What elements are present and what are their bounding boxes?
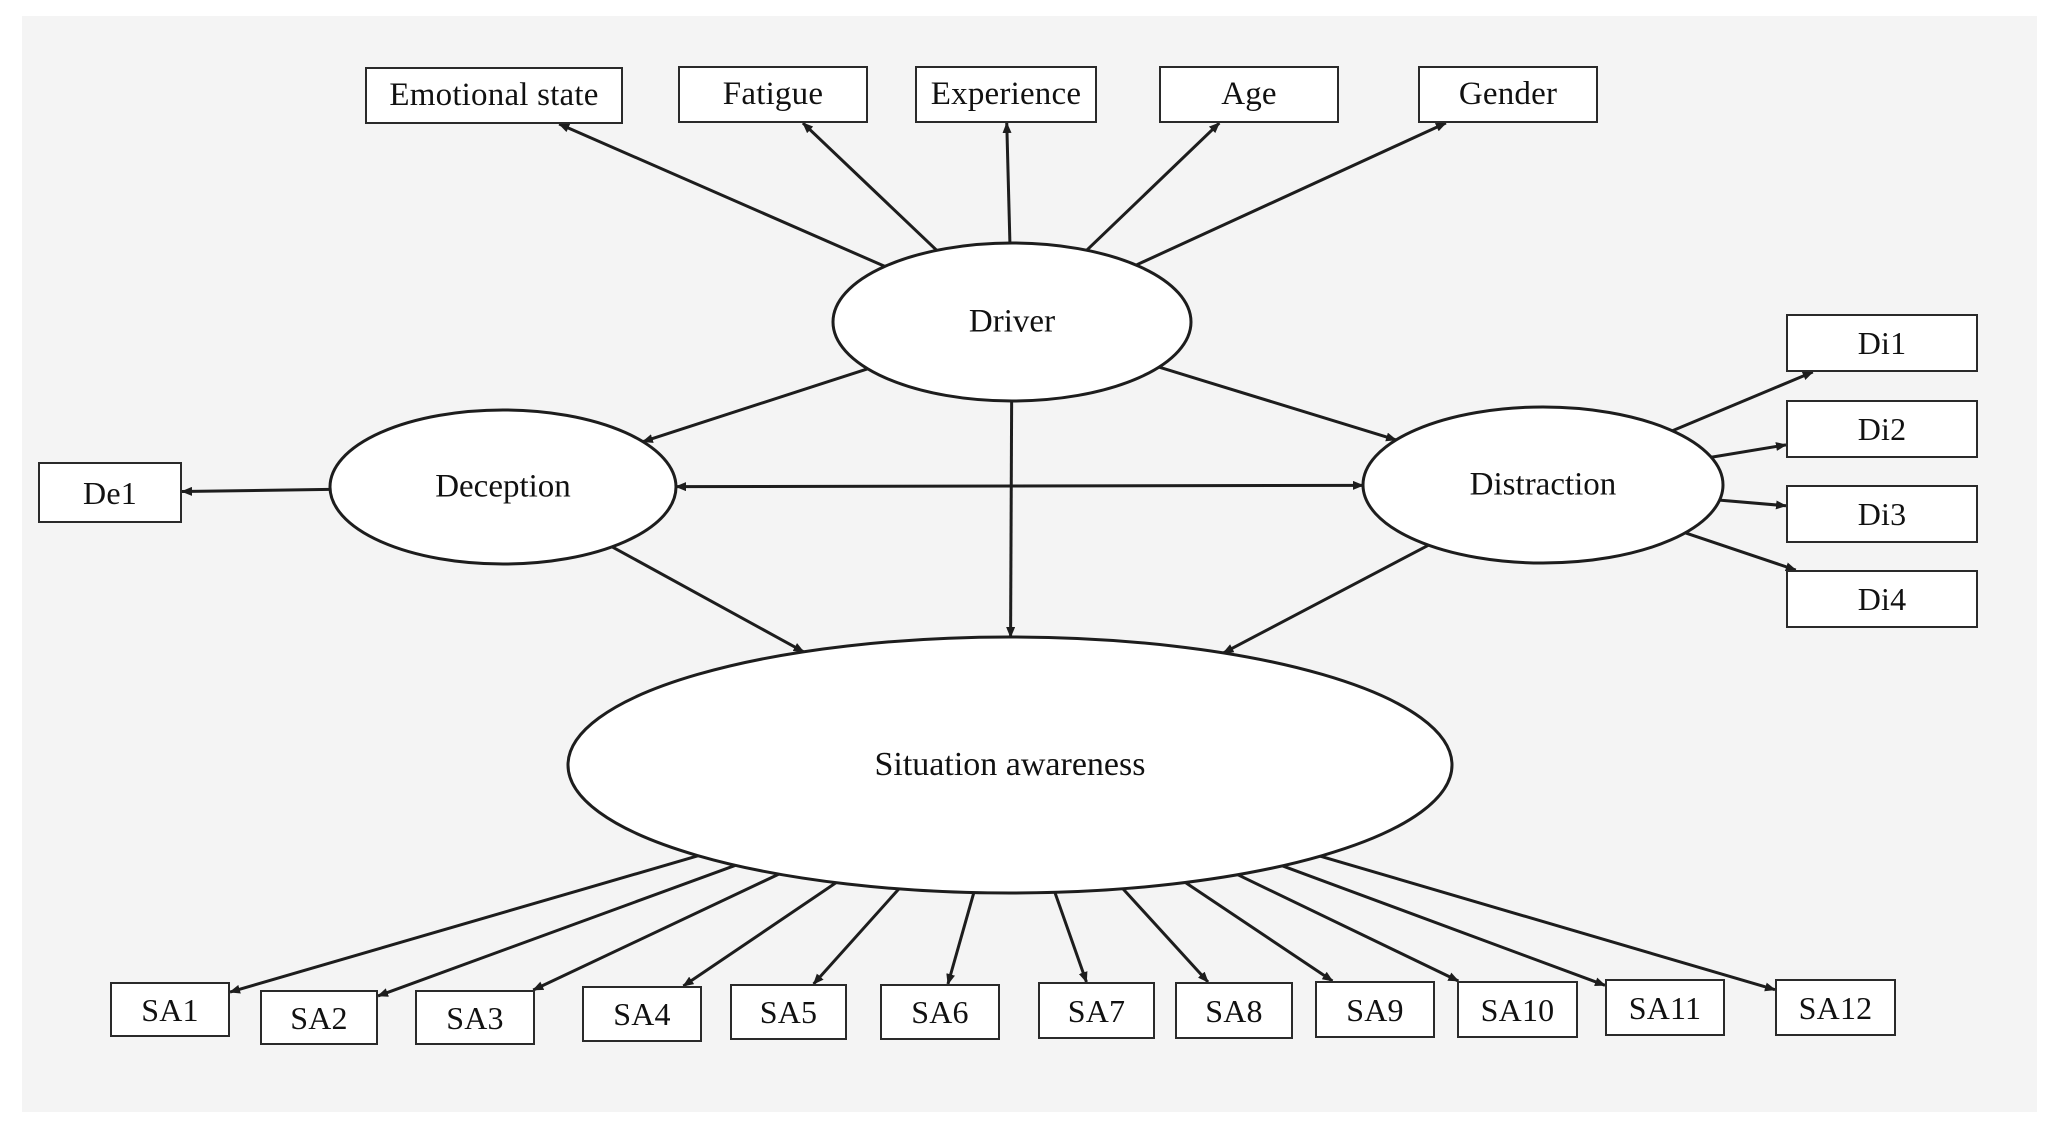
edge-distraction-to-di2	[1710, 442, 1787, 459]
edge-situation-awareness-to-sa1	[229, 854, 699, 994]
observed-node-di3[interactable]: Di3	[1786, 485, 1978, 543]
observed-node-label-sa10: SA10	[1480, 991, 1555, 1028]
observed-node-label-sa12: SA12	[1798, 989, 1873, 1026]
edge-situation-awareness-to-sa11	[1281, 864, 1606, 987]
observed-node-emotional-state[interactable]: Emotional state	[365, 67, 623, 124]
edges-layer	[181, 121, 1814, 998]
figure-panel	[22, 16, 2037, 1112]
observed-node-di2[interactable]: Di2	[1786, 400, 1978, 458]
observed-node-label-sa1: SA1	[141, 991, 199, 1028]
observed-node-label-experience: Experience	[930, 76, 1082, 112]
edge-driver-to-deception	[641, 367, 869, 444]
observed-node-label-emotional-state: Emotional state	[389, 77, 599, 113]
edge-distraction-to-situation-awareness	[1222, 543, 1430, 655]
latent-node-situation-awareness[interactable]	[566, 635, 1454, 895]
observed-node-sa1[interactable]: SA1	[110, 982, 230, 1037]
observed-node-sa9[interactable]: SA9	[1315, 981, 1435, 1038]
edge-deception-to-distraction	[674, 480, 1365, 492]
edge-distraction-to-di1	[1671, 370, 1814, 433]
latent-nodes-layer	[328, 241, 1725, 895]
observed-node-label-di2: Di2	[1857, 411, 1907, 447]
edge-situation-awareness-to-sa10	[1237, 873, 1460, 983]
observed-node-gender[interactable]: Gender	[1418, 66, 1598, 123]
observed-node-experience[interactable]: Experience	[915, 66, 1097, 123]
edge-situation-awareness-to-sa9	[1184, 881, 1334, 983]
observed-node-label-sa6: SA6	[911, 994, 969, 1030]
observed-node-sa2[interactable]: SA2	[260, 990, 378, 1045]
observed-node-label-gender: Gender	[1458, 76, 1558, 112]
observed-node-fatigue[interactable]: Fatigue	[678, 66, 868, 123]
observed-node-label-sa5: SA5	[759, 994, 818, 1030]
observed-node-label-sa9: SA9	[1346, 991, 1404, 1028]
observed-node-label-sa4: SA4	[613, 996, 671, 1032]
observed-node-label-sa11: SA11	[1628, 989, 1702, 1026]
edge-distraction-to-di4	[1684, 531, 1797, 572]
observed-node-de1[interactable]: De1	[38, 462, 182, 523]
observed-node-sa12[interactable]: SA12	[1775, 979, 1896, 1036]
observed-node-label-sa2: SA2	[290, 999, 348, 1036]
edge-situation-awareness-to-sa7	[1053, 891, 1088, 983]
edge-situation-awareness-to-sa12	[1319, 854, 1776, 992]
observed-node-sa11[interactable]: SA11	[1605, 979, 1725, 1036]
edge-driver-to-age	[1085, 121, 1221, 252]
observed-node-label-di4: Di4	[1857, 581, 1907, 617]
latent-node-deception[interactable]	[328, 408, 678, 566]
observed-node-di4[interactable]: Di4	[1786, 570, 1978, 628]
edge-situation-awareness-to-sa4	[682, 881, 837, 988]
observed-node-label-di3: Di3	[1857, 496, 1907, 532]
observed-node-sa5[interactable]: SA5	[730, 984, 847, 1040]
observed-node-di1[interactable]: Di1	[1786, 314, 1978, 372]
edge-situation-awareness-to-sa3	[532, 872, 780, 992]
observed-node-label-sa8: SA8	[1205, 992, 1263, 1029]
edge-driver-to-situation-awareness	[1006, 400, 1016, 639]
edge-driver-to-experience	[1002, 122, 1012, 244]
edge-driver-to-distraction	[1158, 365, 1398, 442]
observed-node-sa7[interactable]: SA7	[1038, 982, 1155, 1039]
observed-node-label-age: Age	[1221, 76, 1277, 112]
edge-distraction-to-di3	[1719, 498, 1787, 510]
edge-situation-awareness-to-sa8	[1121, 887, 1210, 984]
observed-node-sa4[interactable]: SA4	[582, 986, 702, 1042]
edge-situation-awareness-to-sa6	[946, 892, 976, 985]
observed-node-sa6[interactable]: SA6	[880, 984, 1000, 1040]
edge-driver-to-emotional-state	[558, 122, 886, 268]
observed-node-label-de1: De1	[83, 474, 137, 511]
observed-node-sa10[interactable]: SA10	[1457, 981, 1578, 1038]
edge-deception-to-de1	[181, 486, 331, 496]
latent-node-distraction[interactable]	[1361, 405, 1725, 565]
observed-node-label-sa7: SA7	[1067, 992, 1126, 1029]
observed-node-age[interactable]: Age	[1159, 66, 1339, 123]
edge-situation-awareness-to-sa5	[812, 887, 901, 986]
observed-node-label-di1: Di1	[1857, 325, 1907, 361]
observed-node-label-fatigue: Fatigue	[722, 76, 824, 112]
latent-node-driver[interactable]	[831, 241, 1193, 403]
observed-node-sa8[interactable]: SA8	[1175, 982, 1293, 1039]
edge-situation-awareness-to-sa2	[377, 863, 736, 998]
observed-node-label-sa3: SA3	[446, 999, 504, 1036]
edge-deception-to-situation-awareness	[611, 545, 805, 654]
edge-driver-to-gender	[1135, 121, 1447, 267]
edge-driver-to-fatigue	[801, 121, 938, 252]
observed-node-sa3[interactable]: SA3	[415, 990, 535, 1045]
